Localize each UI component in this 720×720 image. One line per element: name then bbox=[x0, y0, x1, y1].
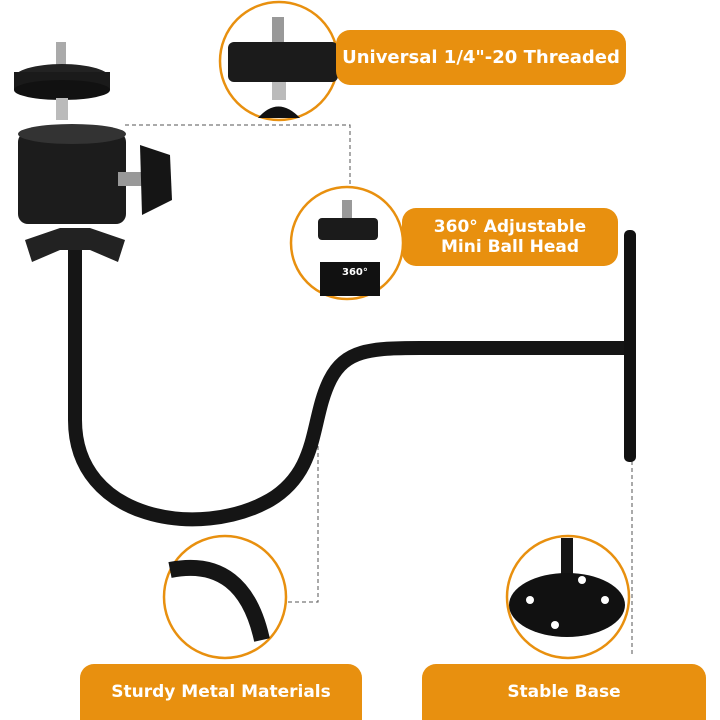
metal-bend-detail bbox=[168, 559, 270, 642]
ball-head bbox=[14, 42, 172, 262]
gooseneck-arm bbox=[68, 238, 635, 527]
base-detail bbox=[509, 538, 625, 637]
rotation-mark: 360° bbox=[342, 267, 368, 278]
ball-head-label: 360° Adjustable Mini Ball Head bbox=[402, 208, 618, 266]
thread-detail bbox=[228, 17, 338, 118]
ball-head-label-line2: Mini Ball Head bbox=[441, 237, 579, 257]
wall-plate bbox=[624, 230, 636, 462]
ball-head-detail: 360° bbox=[318, 200, 380, 296]
ball-head-label-line1: 360° Adjustable bbox=[433, 216, 587, 237]
threaded-label: Universal 1/4"-20 Threaded bbox=[336, 30, 626, 85]
detail-circles bbox=[162, 0, 631, 660]
metal-label: Sturdy Metal Materials bbox=[80, 664, 362, 720]
base-label: Stable Base bbox=[422, 664, 706, 720]
leader-lines bbox=[125, 124, 633, 655]
